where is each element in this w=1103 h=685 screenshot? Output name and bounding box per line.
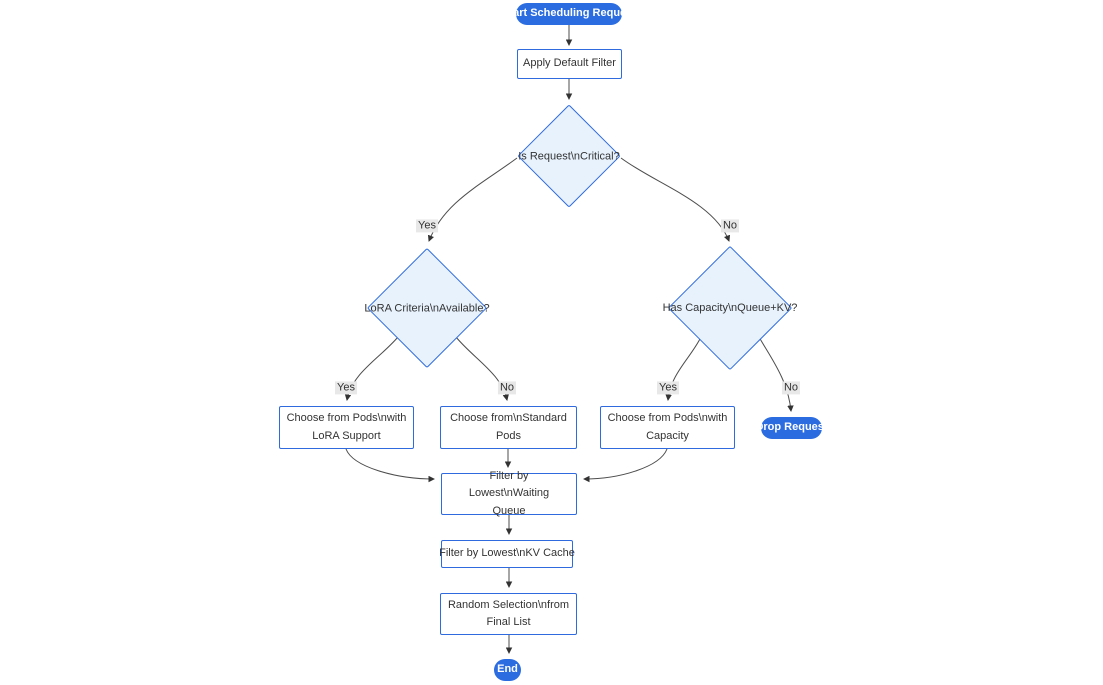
node-random-selection: Random Selection\nfrom Final List — [440, 593, 577, 635]
node-choose-capacity-pods: Choose from Pods\nwith Capacity — [600, 406, 735, 449]
edge-label-capacity-no: No — [781, 381, 801, 395]
node-end: End — [494, 659, 521, 681]
edge-lorapods-to-filterqueue — [345, 448, 435, 483]
edge-label-critical-no: No — [720, 219, 740, 233]
edge-capacity-no — [758, 336, 794, 412]
edge-critical-no — [620, 157, 731, 242]
node-start: Start Scheduling Request — [502, 3, 636, 25]
node-drop-request: Drop Request — [755, 417, 828, 439]
node-decision-is-request-critical: Is Request\nCritical? — [517, 104, 621, 208]
decision-label: Is Request\nCritical? — [518, 150, 620, 162]
edge-capacitypods-to-filterqueue — [583, 448, 668, 483]
node-decision-lora-criteria: LoRA Criteria\nAvailable? — [364, 247, 490, 369]
decision-label: Has Capacity\nQueue+KV? — [662, 302, 798, 314]
node-filter-waiting-queue: Filter by Lowest\nWaiting Queue — [441, 470, 577, 517]
node-apply-default-filter: Apply Default Filter — [517, 49, 622, 79]
node-filter-kv-cache: Filter by Lowest\nKV Cache — [439, 540, 575, 568]
node-choose-standard-pods: Choose from\nStandard Pods — [440, 406, 577, 449]
edge-label-critical-yes: Yes — [416, 219, 438, 233]
node-decision-has-capacity: Has Capacity\nQueue+KV? — [663, 245, 797, 371]
edge-label-capacity-yes: Yes — [657, 381, 679, 395]
edge-label-lora-no: No — [497, 381, 517, 395]
decision-label: LoRA Criteria\nAvailable? — [364, 302, 490, 314]
edge-critical-yes — [427, 157, 518, 242]
edge-label-lora-yes: Yes — [335, 381, 357, 395]
node-choose-lora-pods: Choose from Pods\nwith LoRA Support — [279, 406, 414, 449]
